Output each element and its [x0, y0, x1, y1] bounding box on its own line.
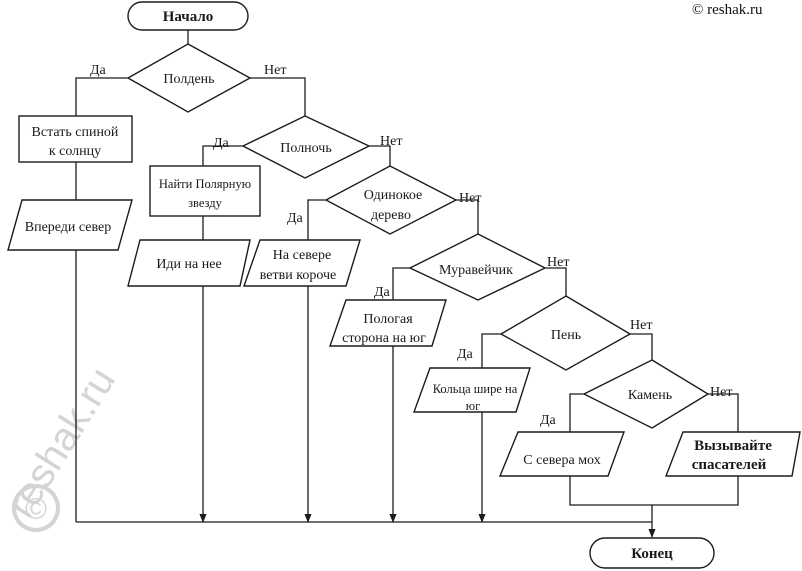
decision-lone-tree-line1: Одинокое	[364, 188, 423, 203]
stump-no-label: Нет	[630, 318, 652, 333]
start-terminator: Начало	[127, 1, 249, 31]
decision-noon: Полдень	[126, 43, 252, 113]
stump-yes-label: Да	[457, 347, 474, 362]
output-north-ahead-label: Впереди север	[25, 220, 112, 235]
decision-noon-label: Полдень	[163, 72, 214, 87]
stone-yes-label: Да	[540, 413, 557, 428]
output-north-ahead: Впереди север	[7, 199, 133, 251]
watermark-side-group: reshak.ru	[0, 360, 124, 525]
watermark-top: © reshak.ru	[692, 2, 763, 18]
end-label: Конец	[631, 546, 673, 562]
output-gentle-south-line1: Пологая	[363, 312, 413, 327]
watermark-circle	[12, 484, 60, 532]
start-label: Начало	[163, 9, 214, 25]
output-go-to-it: Иди на нее	[127, 239, 251, 287]
noon-no-label: Нет	[264, 63, 286, 78]
output-moss-north: С севера мох	[498, 431, 625, 477]
lone-tree-yes-label: Да	[287, 211, 304, 226]
process-find-polaris: Найти Полярную звезду	[149, 165, 261, 217]
output-gentle-south-line2: сторона на юг	[342, 331, 426, 346]
output-call-rescuers: Вызывайте спасателей	[664, 431, 801, 477]
process-back-to-sun: Встать спиной к солнцу	[18, 115, 133, 163]
process-back-to-sun-line2: к солнцу	[49, 144, 101, 159]
output-rings-south: Кольца шире на юг	[413, 367, 531, 413]
process-back-to-sun-line1: Встать спиной	[32, 125, 119, 140]
lone-tree-no-label: Нет	[459, 191, 481, 206]
output-rings-south-line1: Кольца шире на	[433, 382, 518, 396]
end-terminator: Конец	[589, 537, 715, 569]
decision-anthill-label: Муравейчик	[439, 263, 513, 278]
decision-midnight: Полночь	[241, 115, 371, 179]
watermark-side: reshak.ru	[0, 360, 124, 525]
output-north-branches: На севере ветви короче	[243, 239, 361, 287]
process-find-polaris-line2: звезду	[188, 196, 223, 210]
output-rings-south-line2: юг	[466, 399, 480, 413]
output-call-rescuers-line1: Вызывайте	[694, 438, 772, 454]
decision-stone: Камень	[582, 359, 710, 429]
process-find-polaris-line1: Найти Полярную	[159, 177, 251, 191]
midnight-yes-label: Да	[213, 136, 230, 151]
watermark-c: ©	[25, 493, 47, 526]
anthill-yes-label: Да	[374, 285, 391, 300]
decision-stump: Пень	[499, 295, 632, 371]
noon-yes-label: Да	[90, 63, 107, 78]
decision-lone-tree: Одинокое дерево	[324, 165, 458, 235]
output-go-to-it-label: Иди на нее	[156, 257, 221, 272]
output-gentle-south: Пологая сторона на юг	[329, 299, 447, 347]
output-north-branches-line1: На севере	[273, 248, 331, 263]
connectors	[75, 30, 739, 538]
decision-anthill: Муравейчик	[408, 233, 547, 301]
decision-stone-label: Камень	[628, 388, 672, 403]
output-moss-north-label: С севера мох	[523, 453, 600, 468]
output-call-rescuers-line2: спасателей	[692, 457, 767, 473]
decision-midnight-label: Полночь	[280, 141, 331, 156]
midnight-no-label: Нет	[380, 134, 402, 149]
anthill-no-label: Нет	[547, 255, 569, 270]
decision-lone-tree-line2: дерево	[371, 208, 411, 223]
decision-stump-label: Пень	[551, 328, 581, 343]
output-north-branches-line2: ветви короче	[260, 268, 336, 283]
stone-no-label: Нет	[710, 385, 732, 400]
